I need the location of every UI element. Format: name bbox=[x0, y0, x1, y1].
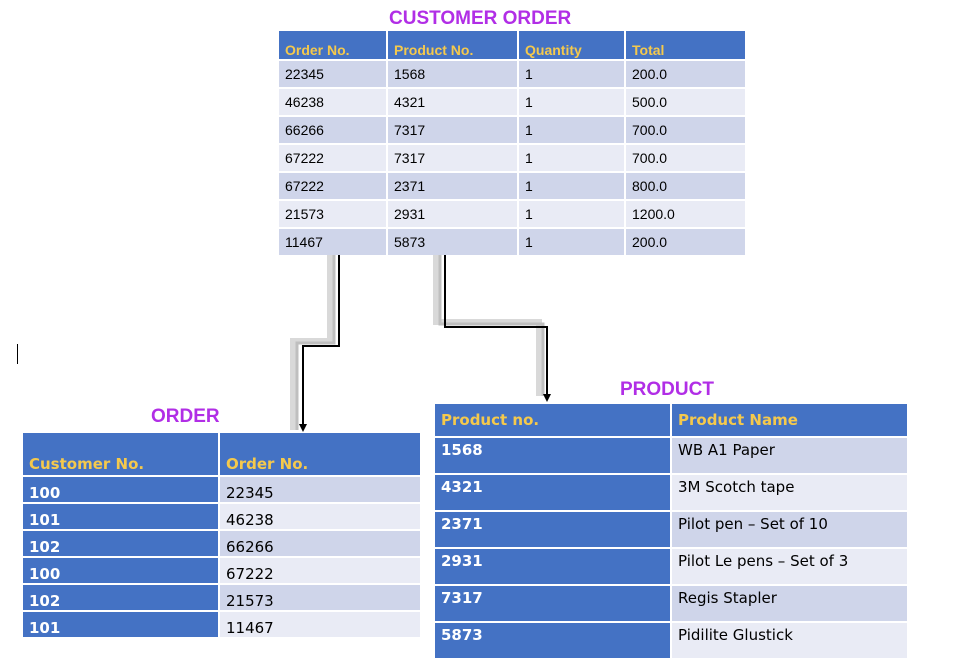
table-cell: 200.0 bbox=[625, 59, 747, 88]
column-header: Product no. bbox=[435, 404, 672, 437]
table-cell: 7317 bbox=[387, 115, 519, 144]
table-row: 102 66266 bbox=[23, 529, 422, 557]
table-row: 100 67222 bbox=[23, 556, 422, 584]
table-cell: 800.0 bbox=[625, 171, 747, 200]
table-cell: WB A1 Paper bbox=[671, 436, 909, 474]
table-row: 7317 Regis Stapler bbox=[435, 584, 909, 622]
table-cell: 101 bbox=[23, 502, 220, 530]
column-header: Product No. bbox=[387, 31, 519, 60]
table-cell: Pidilite Glustick bbox=[671, 621, 909, 658]
table-cell: 1 bbox=[518, 87, 626, 116]
table-cell: 1 bbox=[518, 59, 626, 88]
product-title: PRODUCT bbox=[620, 379, 714, 400]
table-cell: 101 bbox=[23, 610, 220, 637]
product-link-arrow bbox=[433, 255, 551, 402]
order-title: ORDER bbox=[151, 406, 220, 427]
table-cell: 11467 bbox=[219, 610, 422, 637]
table-cell: 2371 bbox=[387, 171, 519, 200]
table-cell: 4321 bbox=[387, 87, 519, 116]
table-cell: 1200.0 bbox=[625, 199, 747, 228]
table-cell: 5873 bbox=[435, 621, 672, 658]
table-row: 101 11467 bbox=[23, 610, 422, 637]
table-cell: 1 bbox=[518, 227, 626, 255]
table-cell: 67222 bbox=[279, 143, 388, 172]
table-cell: 100 bbox=[23, 475, 220, 503]
table-cell: 500.0 bbox=[625, 87, 747, 116]
table-cell: 2931 bbox=[435, 547, 672, 585]
table-row: 11467 5873 1 200.0 bbox=[279, 227, 747, 255]
table-header-row: Order No. Product No. Quantity Total bbox=[279, 31, 747, 60]
table-cell: 21573 bbox=[279, 199, 388, 228]
customer-order-title: CUSTOMER ORDER bbox=[389, 8, 572, 29]
table-row: 102 21573 bbox=[23, 583, 422, 611]
table-row: 100 22345 bbox=[23, 475, 422, 503]
table-cell: 1 bbox=[518, 143, 626, 172]
column-header: Order No. bbox=[279, 31, 388, 60]
order-link-arrow bbox=[290, 255, 340, 432]
table-cell: 102 bbox=[23, 529, 220, 557]
table-cell: 11467 bbox=[279, 227, 388, 255]
table-row: 101 46238 bbox=[23, 502, 422, 530]
table-row: 2371 Pilot pen – Set of 10 bbox=[435, 510, 909, 548]
table-header-row: Product no. Product Name bbox=[435, 404, 909, 437]
table-cell: 1 bbox=[518, 115, 626, 144]
table-row: 22345 1568 1 200.0 bbox=[279, 59, 747, 88]
table-cell: 102 bbox=[23, 583, 220, 611]
table-row: 1568 WB A1 Paper bbox=[435, 436, 909, 474]
column-header: Total bbox=[625, 31, 747, 60]
table-cell: 700.0 bbox=[625, 115, 747, 144]
table-header-row: Customer No. Order No. bbox=[23, 433, 422, 476]
customer-order-table: Order No. Product No. Quantity Total 223… bbox=[279, 31, 747, 255]
table-row: 67222 2371 1 800.0 bbox=[279, 171, 747, 200]
table-cell: 22345 bbox=[279, 59, 388, 88]
table-cell: 66266 bbox=[219, 529, 422, 557]
table-row: 66266 7317 1 700.0 bbox=[279, 115, 747, 144]
table-cell: 7317 bbox=[387, 143, 519, 172]
table-cell: 2931 bbox=[387, 199, 519, 228]
table-row: 2931 Pilot Le pens – Set of 3 bbox=[435, 547, 909, 585]
table-cell: 3M Scotch tape bbox=[671, 473, 909, 511]
table-cell: 2371 bbox=[435, 510, 672, 548]
table-row: 67222 7317 1 700.0 bbox=[279, 143, 747, 172]
table-cell: Pilot Le pens – Set of 3 bbox=[671, 547, 909, 585]
table-cell: 46238 bbox=[219, 502, 422, 530]
table-cell: 21573 bbox=[219, 583, 422, 611]
table-row: 5873 Pidilite Glustick bbox=[435, 621, 909, 658]
table-cell: Regis Stapler bbox=[671, 584, 909, 622]
table-cell: 22345 bbox=[219, 475, 422, 503]
column-header: Product Name bbox=[671, 404, 909, 437]
table-cell: 200.0 bbox=[625, 227, 747, 255]
product-table: Product no. Product Name 1568 WB A1 Pape… bbox=[435, 404, 909, 658]
table-cell: 1568 bbox=[435, 436, 672, 474]
table-cell: 67222 bbox=[279, 171, 388, 200]
text-cursor bbox=[17, 344, 18, 364]
table-cell: Pilot pen – Set of 10 bbox=[671, 510, 909, 548]
table-cell: 1568 bbox=[387, 59, 519, 88]
table-row: 21573 2931 1 1200.0 bbox=[279, 199, 747, 228]
order-table: Customer No. Order No. 100 22345 101 462… bbox=[23, 433, 422, 637]
table-cell: 5873 bbox=[387, 227, 519, 255]
column-header: Customer No. bbox=[23, 433, 220, 476]
table-cell: 100 bbox=[23, 556, 220, 584]
table-cell: 66266 bbox=[279, 115, 388, 144]
table-cell: 1 bbox=[518, 199, 626, 228]
table-cell: 67222 bbox=[219, 556, 422, 584]
table-cell: 4321 bbox=[435, 473, 672, 511]
table-cell: 7317 bbox=[435, 584, 672, 622]
table-row: 4321 3M Scotch tape bbox=[435, 473, 909, 511]
table-row: 46238 4321 1 500.0 bbox=[279, 87, 747, 116]
table-cell: 46238 bbox=[279, 87, 388, 116]
column-header: Quantity bbox=[518, 31, 626, 60]
table-cell: 700.0 bbox=[625, 143, 747, 172]
table-cell: 1 bbox=[518, 171, 626, 200]
column-header: Order No. bbox=[219, 433, 422, 476]
